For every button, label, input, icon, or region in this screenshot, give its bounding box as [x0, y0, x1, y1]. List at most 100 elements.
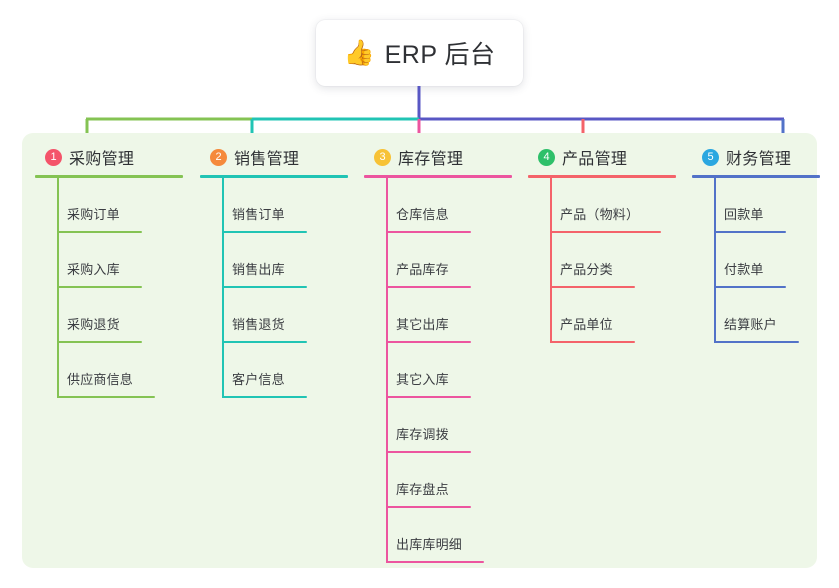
branch-item-rule: [386, 451, 471, 453]
branch-item-rule: [386, 286, 471, 288]
branch-header-5[interactable]: 5 财务管理: [692, 146, 820, 168]
branch-title: 采购管理: [69, 151, 135, 168]
branch-item-rule: [386, 231, 471, 233]
branch-item[interactable]: 客户信息: [200, 343, 348, 398]
branch-item-rule: [57, 341, 142, 343]
branch-item-label: 采购退货: [67, 317, 120, 332]
branch-title: 财务管理: [726, 151, 792, 168]
branch-item-rule: [222, 341, 307, 343]
branch-header-rule: [692, 175, 820, 178]
branch-item-label: 结算账户: [724, 317, 777, 332]
branch-item[interactable]: 采购入库: [35, 233, 183, 288]
branch-item[interactable]: 仓库信息: [364, 178, 512, 233]
branch-item-label: 采购订单: [67, 207, 120, 222]
branch-item-label: 销售订单: [232, 207, 285, 222]
branch-item[interactable]: 出库库明细: [364, 508, 512, 563]
branch-item[interactable]: 产品库存: [364, 233, 512, 288]
branch-item-list: 回款单付款单结算账户: [692, 178, 820, 343]
branch-number-badge: 3: [374, 148, 391, 166]
branch-spine: [550, 178, 552, 343]
branch-item[interactable]: 结算账户: [692, 288, 820, 343]
thumbs-up-icon: 👍: [343, 38, 375, 67]
branch-item-rule: [550, 231, 661, 233]
branch-item[interactable]: 销售出库: [200, 233, 348, 288]
branch-item-rule: [714, 231, 786, 233]
branch-item-label: 产品库存: [396, 262, 449, 277]
branch-item-rule: [386, 396, 471, 398]
branch-item-list: 仓库信息产品库存其它出库其它入库库存调拨库存盘点出库库明细: [364, 178, 512, 563]
branch-spine: [386, 178, 388, 563]
branch-item-label: 回款单: [724, 207, 764, 222]
root-node[interactable]: 👍 ERP 后台: [316, 20, 523, 86]
branch-item-label: 其它出库: [396, 317, 449, 332]
branch-item[interactable]: 库存调拨: [364, 398, 512, 453]
branch-item[interactable]: 销售订单: [200, 178, 348, 233]
branch-item[interactable]: 采购订单: [35, 178, 183, 233]
branch-item-label: 仓库信息: [396, 207, 449, 222]
branch-header-rule: [200, 175, 348, 178]
branch-item-label: 产品分类: [560, 262, 613, 277]
branch-header-rule: [364, 175, 512, 178]
branch-item-label: 采购入库: [67, 262, 120, 277]
branch-item[interactable]: 产品分类: [528, 233, 676, 288]
branch-item-label: 客户信息: [232, 372, 285, 387]
branch-item-rule: [550, 341, 635, 343]
branch-title: 销售管理: [234, 151, 300, 168]
branch-column-5: 5 财务管理回款单付款单结算账户: [692, 146, 820, 343]
branch-header-2[interactable]: 2 销售管理: [200, 146, 348, 168]
branch-item-rule: [222, 286, 307, 288]
branch-header-3[interactable]: 3 库存管理: [364, 146, 512, 168]
branch-spine: [714, 178, 716, 343]
root-title: ERP 后台: [384, 41, 496, 69]
branch-item-list: 采购订单采购入库采购退货供应商信息: [35, 178, 183, 398]
branch-item-rule: [386, 506, 471, 508]
branch-item[interactable]: 其它出库: [364, 288, 512, 343]
branch-item-rule: [550, 286, 635, 288]
branch-header-rule: [35, 175, 183, 178]
branch-header-rule: [528, 175, 676, 178]
branch-title: 产品管理: [562, 151, 628, 168]
branch-item-label: 供应商信息: [67, 372, 134, 387]
branch-item-list: 销售订单销售出库销售退货客户信息: [200, 178, 348, 398]
branch-item-rule: [57, 396, 155, 398]
branch-item[interactable]: 回款单: [692, 178, 820, 233]
branch-number-badge: 2: [210, 148, 227, 166]
branch-title: 库存管理: [398, 151, 464, 168]
branch-item-label: 销售出库: [232, 262, 285, 277]
branch-header-4[interactable]: 4 产品管理: [528, 146, 676, 168]
branch-spine: [57, 178, 59, 398]
branch-item[interactable]: 供应商信息: [35, 343, 183, 398]
branch-item-label: 出库库明细: [396, 537, 463, 552]
branch-item-rule: [222, 231, 307, 233]
branch-item[interactable]: 产品（物料）: [528, 178, 676, 233]
branch-item-label: 销售退货: [232, 317, 285, 332]
branch-item-rule: [714, 341, 799, 343]
branch-item-list: 产品（物料） 产品分类产品单位: [528, 178, 676, 343]
branch-item[interactable]: 采购退货: [35, 288, 183, 343]
branch-item[interactable]: 其它入库: [364, 343, 512, 398]
branch-column-2: 2 销售管理销售订单销售出库销售退货客户信息: [200, 146, 348, 398]
branch-item[interactable]: 库存盘点: [364, 453, 512, 508]
branch-item[interactable]: 销售退货: [200, 288, 348, 343]
branch-item-rule: [222, 396, 307, 398]
branch-item-label: 其它入库: [396, 372, 449, 387]
branch-item-rule: [714, 286, 786, 288]
branch-item[interactable]: 产品单位: [528, 288, 676, 343]
branch-spine: [222, 178, 224, 398]
branch-number-badge: 4: [538, 148, 555, 166]
branch-item-rule: [386, 561, 484, 563]
branch-number-badge: 5: [702, 148, 719, 166]
branch-item-label: 产品（物料）: [560, 207, 640, 222]
branch-item-label: 产品单位: [560, 317, 613, 332]
branch-item-label: 付款单: [724, 262, 764, 277]
branch-item-label: 库存盘点: [396, 482, 449, 497]
branch-column-3: 3 库存管理仓库信息产品库存其它出库其它入库库存调拨库存盘点出库库明细: [364, 146, 512, 563]
branches-panel: [22, 133, 817, 568]
branch-item-rule: [57, 231, 142, 233]
branch-item-rule: [57, 286, 142, 288]
branch-column-4: 4 产品管理产品（物料） 产品分类产品单位: [528, 146, 676, 343]
branch-item[interactable]: 付款单: [692, 233, 820, 288]
